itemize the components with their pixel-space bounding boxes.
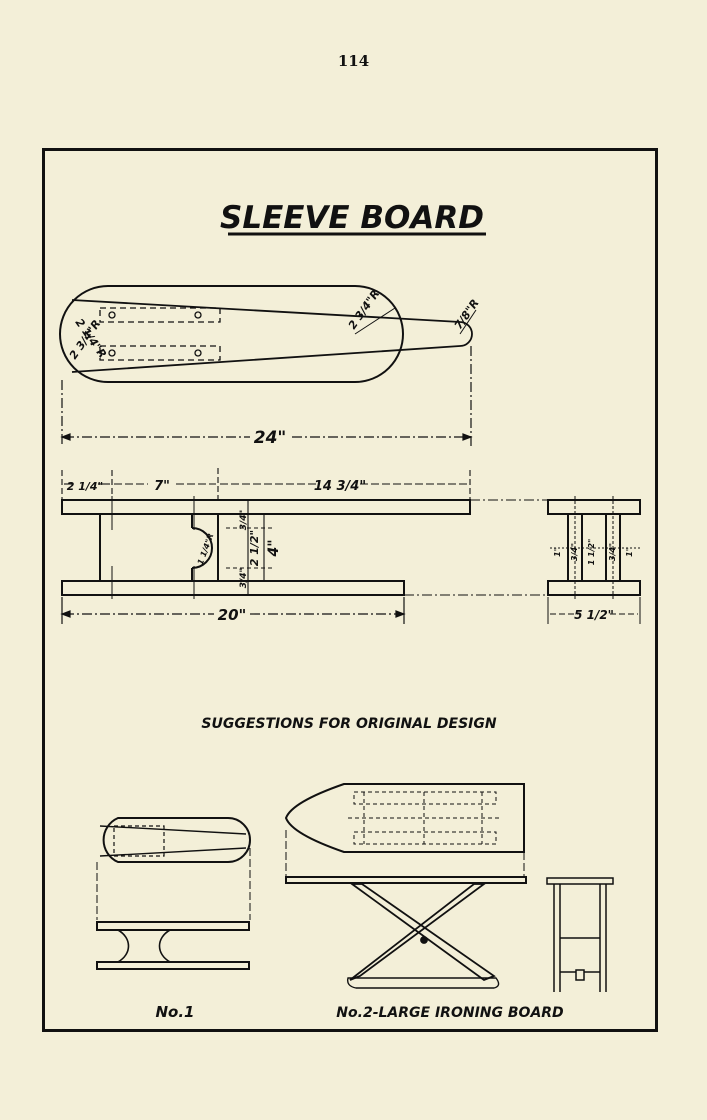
dim-bottom-thickness: 3/4": [239, 568, 249, 589]
screw-hole: [108, 349, 116, 357]
end-dim-4: 3/4": [608, 543, 617, 561]
diagram-title: SLEEVE BOARD: [220, 200, 484, 236]
screw-hole: [194, 311, 202, 319]
no2-rails: [348, 791, 500, 845]
segment-dimensions: [61, 468, 471, 596]
dim-segment-b: 7": [154, 479, 170, 494]
caption-no2: No.2-LARGE IRONING BOARD: [336, 1005, 563, 1021]
dim-segment-a: 2 1/4": [67, 480, 104, 493]
design-no1: [96, 817, 251, 970]
design-no2: [284, 783, 614, 992]
dim-top-thickness: 3/4": [239, 510, 249, 531]
dim-segment-c: 14 3/4": [314, 479, 366, 494]
screw-hole: [108, 311, 116, 319]
top-view: [59, 285, 477, 383]
top-view-outline: [59, 285, 404, 383]
end-dim-2: 3/4": [570, 543, 579, 561]
no1-top-outline: [102, 817, 251, 863]
rail-upper: [99, 307, 221, 323]
caption-no1: No.1: [156, 1003, 195, 1021]
screw-hole: [194, 349, 202, 357]
end-dim-1: 1": [553, 547, 562, 557]
top-view-taper: [71, 299, 473, 373]
drawing-frame: [42, 148, 658, 1032]
no2-scissor-legs: [346, 883, 500, 989]
end-base: [547, 580, 641, 596]
overall-dimension: [60, 346, 473, 446]
radius-leader: [354, 307, 396, 335]
suggestions-heading: SUGGESTIONS FOR ORIGINAL DESIGN: [201, 716, 496, 732]
radius-label-mid: 2 3/4"R: [346, 287, 382, 331]
dim-height: 4": [266, 539, 282, 557]
rail-lower: [99, 345, 221, 361]
screws: [111, 496, 195, 599]
dim-base-length: 20": [218, 606, 247, 624]
no1-rail: [113, 825, 165, 857]
no2-top-outline: [284, 783, 525, 853]
dim-overall-length: 24": [254, 428, 287, 448]
dim-end-width: 5 1/2": [574, 608, 614, 622]
no1-taper: [99, 825, 247, 857]
no1-support: [114, 929, 174, 963]
radius-leader: [459, 309, 477, 335]
board-base: [61, 580, 405, 596]
radius-label-tip: 7/8"R: [452, 297, 482, 332]
no1-side-base: [96, 961, 250, 970]
page-number: 114: [337, 52, 370, 70]
no1-side-top: [96, 921, 250, 931]
base-dimension: [60, 597, 406, 624]
post-arc: [191, 527, 214, 569]
end-dim-5: 1": [625, 547, 634, 557]
no2-end-view: [546, 877, 614, 992]
board-top: [61, 499, 471, 515]
end-dim-3: 1 1/2": [587, 539, 596, 566]
end-top: [547, 499, 641, 515]
no2-side-top: [285, 876, 527, 884]
side-elevation: [60, 468, 548, 624]
end-view: [547, 496, 641, 624]
dim-inner-height: 2 1/2": [248, 530, 261, 567]
